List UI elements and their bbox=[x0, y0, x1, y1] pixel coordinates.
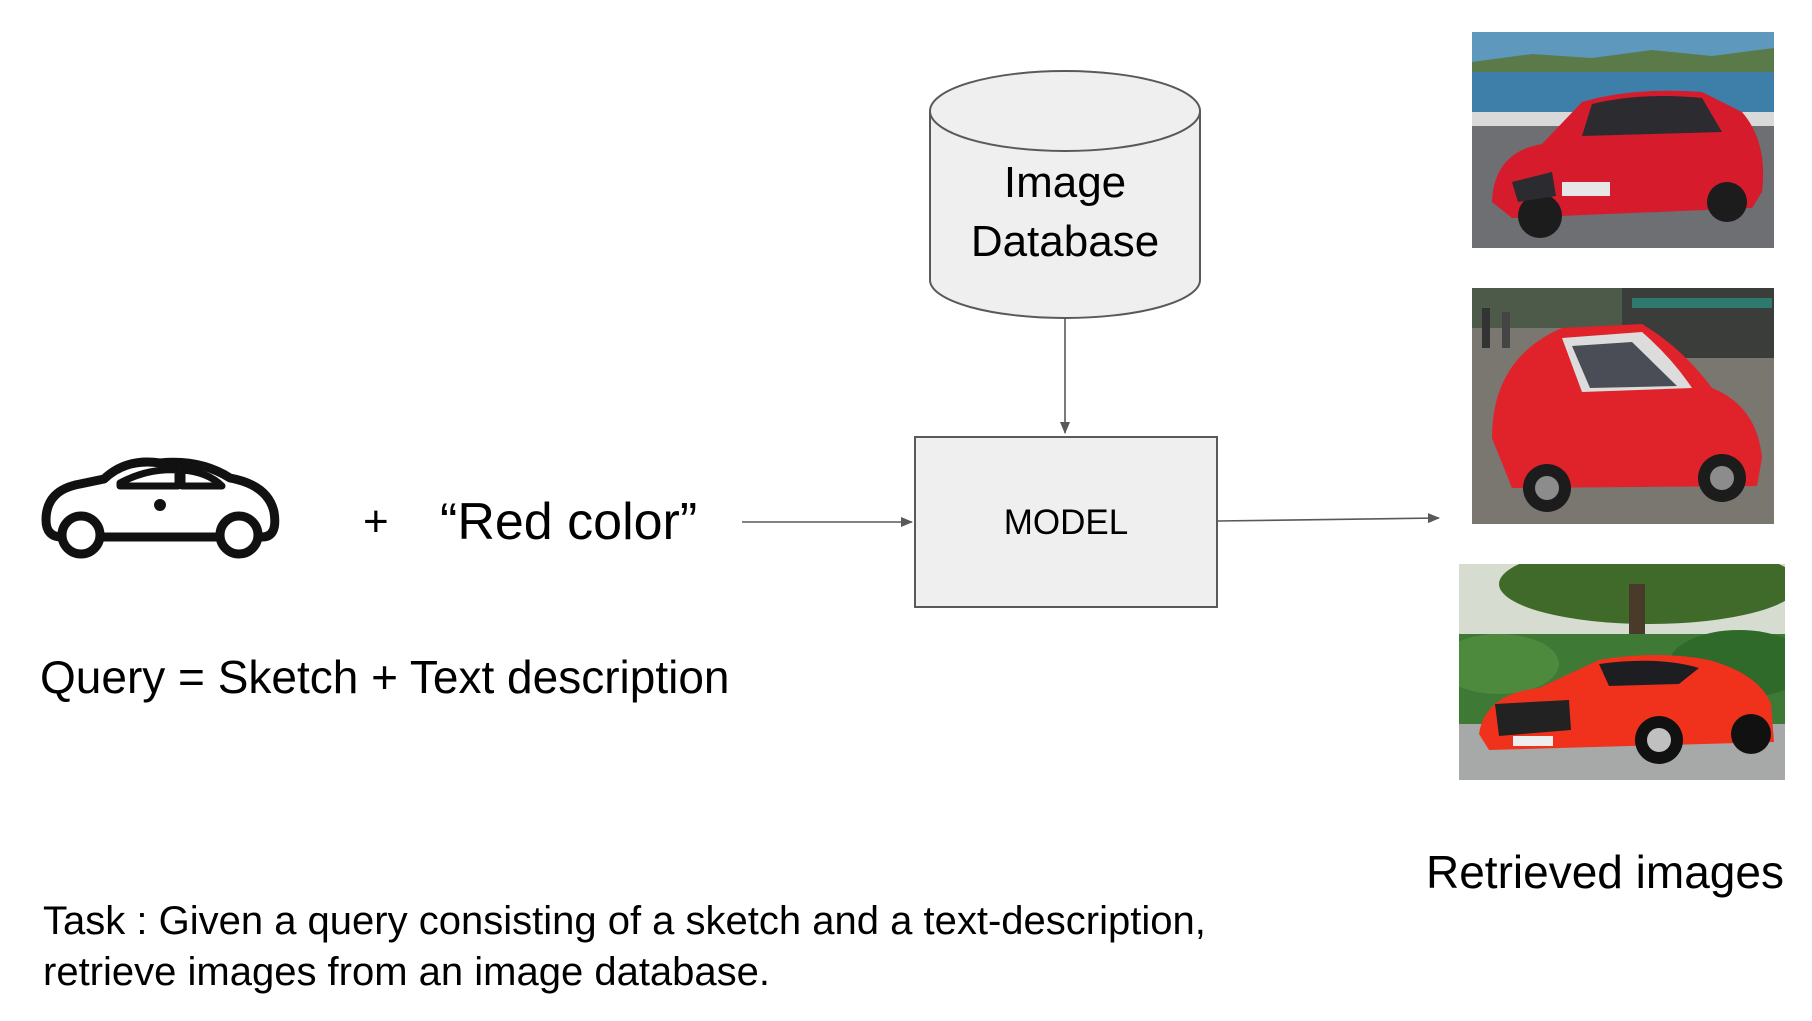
query-formula: Query = Sketch + Text description bbox=[40, 651, 730, 703]
retrieved-image-2 bbox=[1472, 288, 1774, 524]
image-database-cylinder bbox=[929, 70, 1201, 319]
plus-sign: + bbox=[363, 497, 389, 546]
retrieved-image-3 bbox=[1459, 564, 1785, 780]
database-label-line1: Image bbox=[1003, 158, 1127, 207]
arrow-model-to-output bbox=[1216, 513, 1440, 524]
task-line1: Task : Given a query consisting of a ske… bbox=[43, 899, 1206, 943]
retrieved-images-label: Retrieved images bbox=[1426, 846, 1784, 898]
car-sketch-icon bbox=[41, 457, 280, 559]
model-label: MODEL bbox=[1003, 503, 1129, 542]
retrieved-image-1 bbox=[1472, 32, 1774, 248]
text-query-label: “Red color” bbox=[440, 493, 698, 551]
task-line2: retrieve images from an image database. bbox=[43, 950, 771, 994]
database-label-line2: Database bbox=[970, 217, 1160, 266]
model-box bbox=[914, 436, 1218, 608]
